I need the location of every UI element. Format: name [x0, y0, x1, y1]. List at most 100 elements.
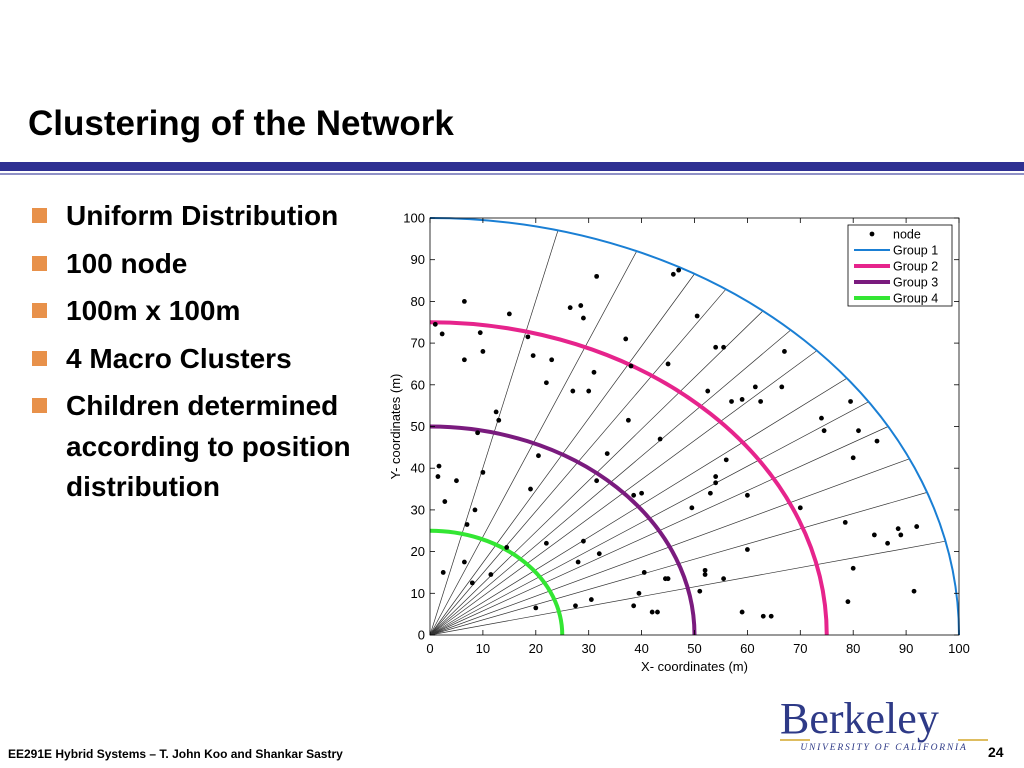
y-tick-label: 30 [411, 502, 425, 517]
legend-box [847, 224, 953, 307]
y-tick-label: 20 [411, 544, 425, 559]
x-tick-label: 20 [529, 641, 543, 656]
node-point [461, 357, 467, 363]
bullet-item: 100 node [30, 244, 360, 285]
node-point [591, 369, 597, 375]
logo-name: Berkeley [780, 694, 939, 743]
node-point [665, 361, 671, 367]
node-point [533, 605, 539, 611]
y-axis-label: Y- coordinates (m) [388, 374, 403, 480]
node-point [702, 567, 708, 573]
x-tick-label: 100 [948, 641, 970, 656]
x-tick-label: 60 [740, 641, 754, 656]
node-point [480, 349, 486, 354]
node-point [567, 305, 573, 311]
slide-title: Clustering of the Network [28, 104, 454, 143]
bullet-square-icon [32, 303, 47, 318]
node-point [493, 409, 499, 415]
node-point [845, 599, 851, 605]
y-tick-label: 60 [411, 377, 425, 392]
node-point [439, 331, 445, 337]
bullet-text: 100 node [66, 247, 188, 279]
y-tick-label: 50 [411, 419, 425, 434]
node-point [874, 438, 880, 444]
node-point [528, 486, 533, 492]
arc-group-1 [429, 217, 960, 636]
node-point [697, 588, 703, 594]
x-tick-label: 10 [476, 641, 490, 656]
x-tick-label: 70 [793, 641, 807, 656]
node-point [543, 540, 549, 546]
node-point [477, 330, 483, 336]
node-point [475, 430, 481, 436]
node-point [628, 363, 634, 369]
y-tick-label: 90 [411, 252, 425, 267]
node-point [432, 321, 438, 327]
node-point [454, 478, 459, 484]
node-point [911, 588, 917, 594]
node-point [464, 522, 470, 527]
node-point [504, 545, 510, 550]
node-point [713, 480, 719, 486]
node-point [641, 570, 647, 575]
node-point [819, 415, 824, 421]
node-point [578, 303, 584, 308]
node-point [588, 597, 594, 602]
node-point [536, 453, 541, 459]
node-point [842, 520, 848, 525]
node-point [768, 613, 774, 619]
node-point [581, 315, 586, 321]
x-axis-label: X- coordinates (m) [641, 659, 748, 674]
node-point [707, 490, 713, 496]
node-point [745, 547, 750, 552]
node-point [702, 572, 708, 577]
y-tick-label: 80 [411, 294, 425, 309]
bullet-item: Children determined according to positio… [30, 386, 360, 508]
node-point [729, 399, 734, 404]
y-tick-label: 40 [411, 461, 425, 476]
node-point [850, 565, 856, 571]
bullet-item: 100m x 100m [30, 291, 360, 332]
node-point [898, 532, 904, 538]
title-underline [0, 162, 1024, 171]
bullet-square-icon [32, 350, 47, 366]
legend-label: Group 2 [893, 260, 938, 274]
node-point [480, 469, 486, 475]
node-point [657, 436, 663, 442]
node-point [594, 478, 600, 484]
y-tick-label: 0 [418, 628, 425, 643]
x-tick-label: 30 [581, 641, 595, 656]
node-point [586, 388, 592, 394]
node-point [530, 353, 536, 359]
node-point [713, 474, 719, 479]
berkeley-logo: Berkeley UNIVERSITY OF CALIFORNIA [780, 694, 988, 753]
node-point [914, 524, 920, 529]
y-tick-label: 70 [411, 336, 425, 351]
node-point [689, 505, 695, 511]
node-point [472, 507, 478, 513]
arc-group-2 [429, 320, 829, 636]
bullet-square-icon [32, 255, 47, 271]
node-point [723, 457, 729, 463]
node-point [639, 490, 644, 496]
node-point [721, 344, 726, 350]
node-point [848, 399, 853, 404]
bullet-text: Uniform Distribution [66, 200, 339, 231]
node-point [713, 344, 719, 350]
node-point [631, 603, 637, 609]
node-point [631, 492, 637, 498]
bullet-item: 4 Macro Clusters [30, 339, 360, 380]
node-point [721, 576, 726, 582]
node-point [739, 396, 745, 402]
node-point [496, 417, 502, 423]
node-point [745, 492, 750, 498]
node-point [676, 267, 682, 273]
bullet-square-icon [32, 208, 47, 223]
node-point [739, 609, 745, 615]
node-point [594, 273, 600, 279]
node-point [488, 572, 494, 577]
node-point [575, 559, 581, 565]
x-tick-label: 90 [899, 641, 913, 656]
node-point [871, 532, 877, 538]
node-point [694, 313, 700, 319]
